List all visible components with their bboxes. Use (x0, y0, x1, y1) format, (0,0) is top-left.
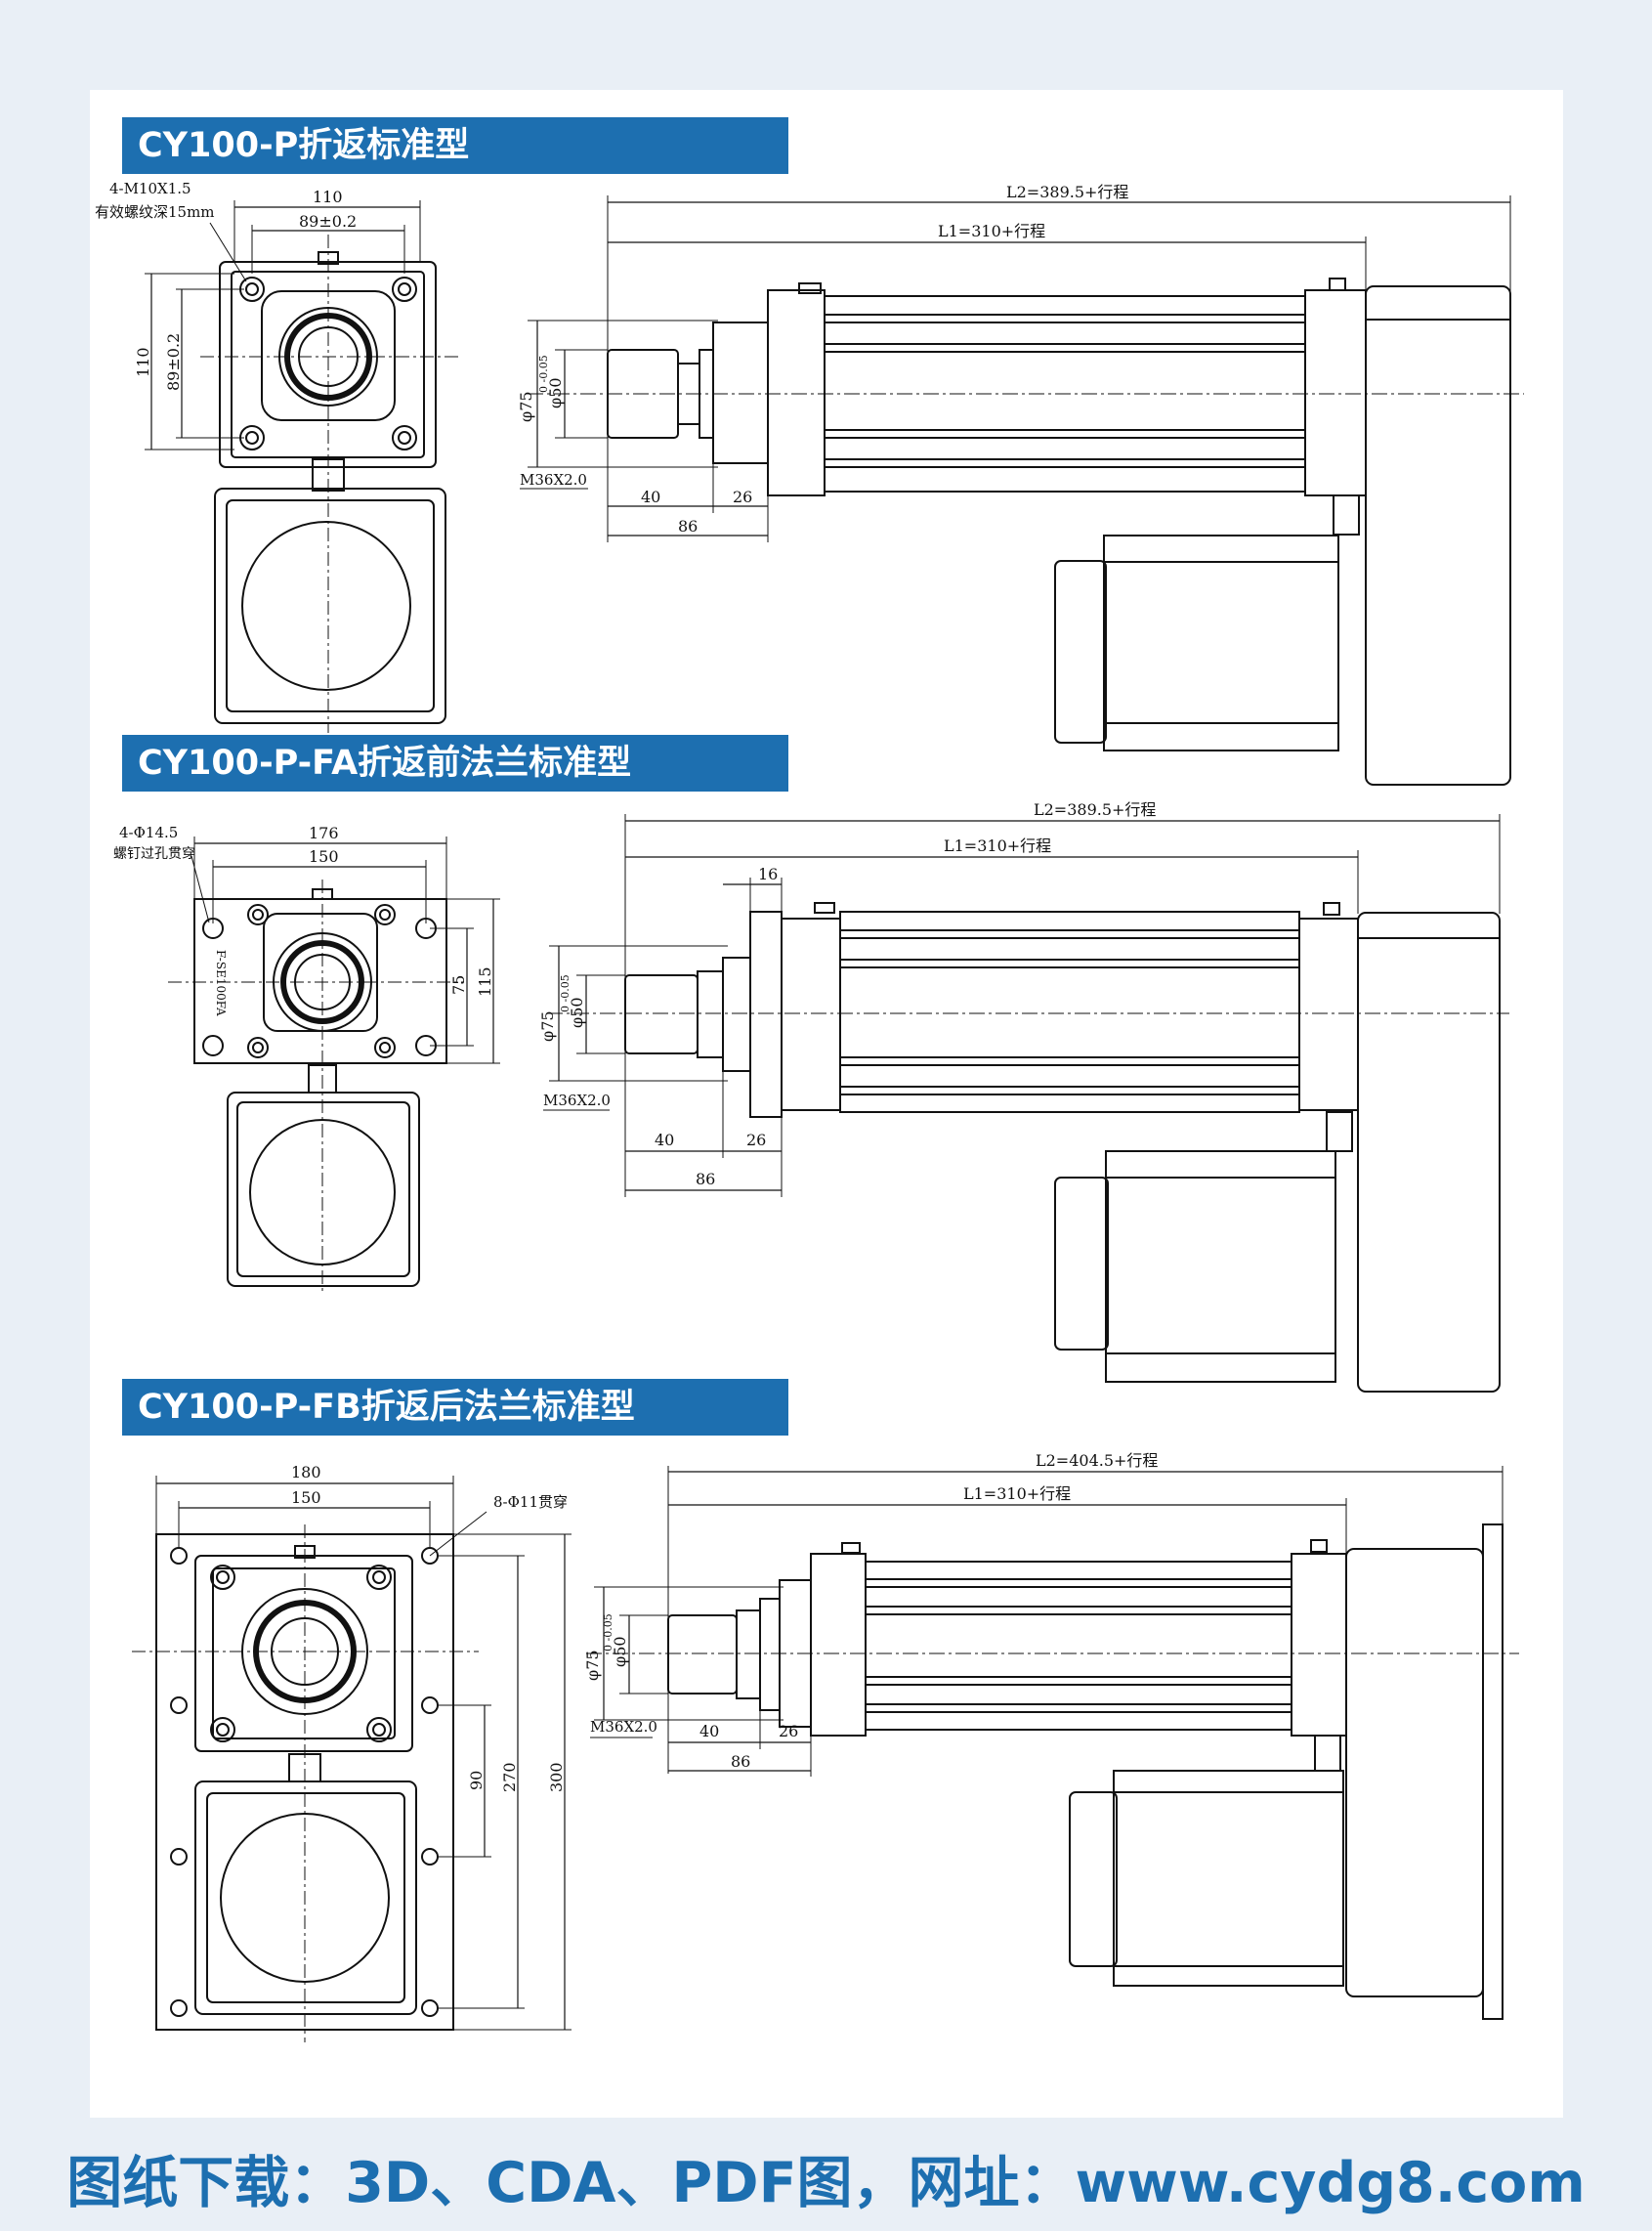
section-title-fb: CY100-P-FB折返后法兰标准型 (122, 1379, 788, 1436)
dim-90-fb: 90 (467, 1771, 486, 1790)
plate-label: F-SE100FA (214, 950, 228, 1016)
dim-270-fb: 270 (500, 1762, 519, 1792)
dim-l2-fb: L2=404.5+行程 (1036, 1451, 1158, 1470)
note-hole-spec-fb: 8-Φ11贯穿 (493, 1493, 568, 1511)
dim-width-inner: 89±0.2 (299, 212, 357, 231)
download-footer[interactable]: 图纸下载：3D、CDA、PDF图，网址：www.cydg8.com (66, 2151, 1586, 2215)
note-thread-depth: 有效螺纹深15mm (95, 203, 215, 221)
dim-tolerance-fa: 0 -0.05 (559, 974, 572, 1012)
drawing-sheet (90, 90, 1563, 2118)
dim-26-fa: 26 (746, 1131, 766, 1149)
front-view-fb (586, 1466, 1519, 2020)
front-view-p (520, 195, 1524, 786)
side-view-fa (168, 837, 500, 1295)
side-view-p (145, 200, 459, 733)
dim-width-inner-fb: 150 (291, 1488, 321, 1507)
dim-width-outer: 110 (313, 188, 343, 206)
dim-300-fb: 300 (547, 1762, 566, 1792)
dim-width-outer-fa: 176 (309, 824, 339, 842)
dim-height-inner: 89±0.2 (164, 333, 183, 391)
note-thread-spec: 4-M10X1.5 (109, 180, 191, 197)
dim-l1: L1=310+行程 (938, 222, 1045, 240)
dim-dia50-fb: φ50 (611, 1636, 629, 1667)
dim-86-fb: 86 (731, 1752, 750, 1771)
dim-tolerance-fb: 0 -0.05 (602, 1613, 614, 1652)
dim-dia75-fa: φ75 (538, 1010, 557, 1042)
dim-dia50-fa: φ50 (568, 997, 586, 1028)
dim-86: 86 (678, 517, 698, 536)
side-view-fb (132, 1476, 572, 2042)
section-title-fa: CY100-P-FA折返前法兰标准型 (122, 735, 788, 792)
dim-40: 40 (641, 488, 660, 506)
dim-l2: L2=389.5+行程 (1006, 183, 1128, 201)
dim-tolerance: 0 -0.05 (537, 355, 550, 393)
dim-l1-fb: L1=310+行程 (963, 1484, 1071, 1503)
dim-dia75: φ75 (517, 391, 535, 422)
dim-l1-fa: L1=310+行程 (944, 837, 1051, 855)
dim-16-fa: 16 (758, 865, 778, 883)
label-thread-fb: M36X2.0 (590, 1718, 657, 1736)
dim-height-inner-fa: 75 (449, 975, 468, 995)
dim-height-outer: 110 (134, 347, 152, 377)
dim-26: 26 (733, 488, 752, 506)
section-title-p: CY100-P折返标准型 (122, 117, 788, 174)
note-hole-spec: 4-Φ14.5 (119, 824, 178, 841)
label-thread-fa: M36X2.0 (543, 1092, 611, 1109)
front-view-fa (543, 814, 1509, 1393)
dim-26-fb: 26 (779, 1722, 798, 1740)
dim-width-outer-fb: 180 (291, 1463, 321, 1481)
dim-l2-fa: L2=389.5+行程 (1034, 800, 1156, 819)
dim-width-inner-fa: 150 (309, 847, 339, 866)
dim-40-fa: 40 (655, 1131, 674, 1149)
dim-height-outer-fa: 115 (476, 966, 494, 997)
dim-40-fb: 40 (699, 1722, 719, 1740)
dim-dia50: φ50 (546, 377, 565, 408)
dim-dia75-fb: φ75 (583, 1650, 602, 1681)
label-thread: M36X2.0 (520, 471, 587, 489)
dim-86-fa: 86 (696, 1170, 715, 1188)
note-hole-through: 螺钉过孔贯穿 (113, 846, 195, 862)
